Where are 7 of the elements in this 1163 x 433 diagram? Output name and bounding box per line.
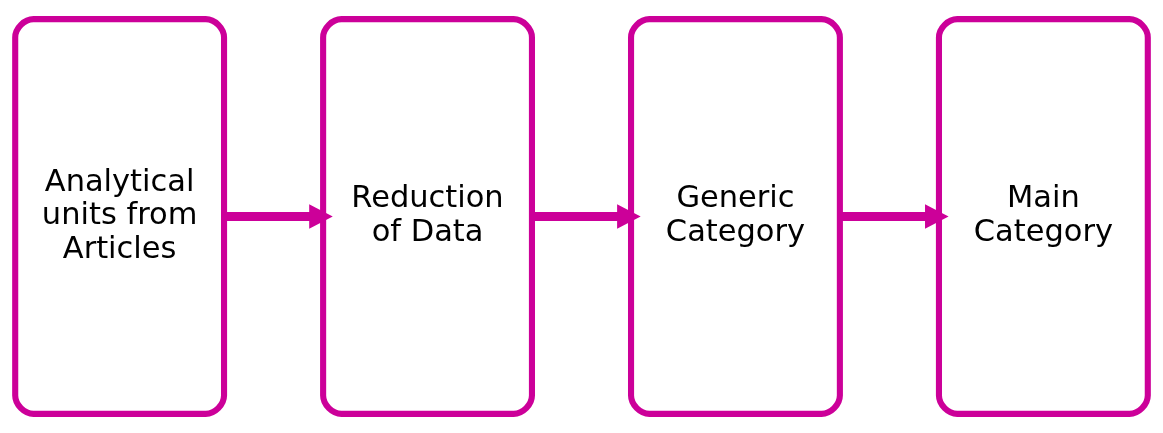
arrow (532, 204, 641, 229)
node-box: Main Category (935, 16, 1151, 417)
node-box: Analytical units from Articles (12, 16, 228, 417)
arrow (224, 204, 333, 229)
arrow (840, 204, 949, 229)
node-box: Reduction of Data (320, 16, 535, 417)
node-box: Generic Category (628, 16, 843, 417)
